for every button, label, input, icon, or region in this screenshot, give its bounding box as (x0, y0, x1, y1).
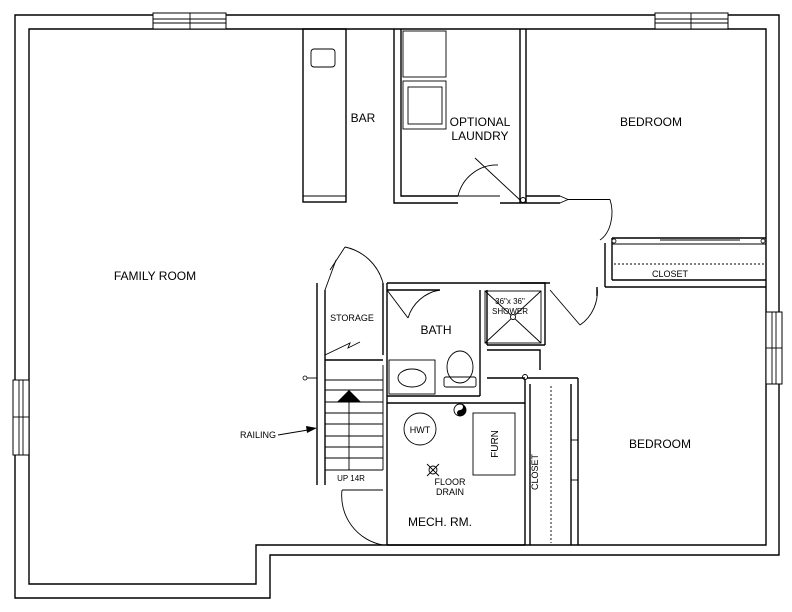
laundry-walls (393, 29, 527, 204)
mech-room-label: MECH. RM. (408, 515, 472, 529)
floor-drain-icon (426, 463, 440, 477)
toilet (443, 350, 477, 388)
exterior-walls (14, 14, 780, 599)
furn-label: FURN (490, 430, 501, 458)
hwt-tank (403, 412, 437, 446)
laundry-label-line1: OPTIONAL (450, 115, 511, 129)
bedroom-bottom-label: BEDROOM (629, 437, 691, 451)
window-left (12, 379, 30, 456)
bath-sink (388, 359, 436, 395)
stair-up-arrow-icon (337, 390, 361, 402)
laundry-label-line2: LAUNDRY (451, 129, 508, 143)
floor-drain-label-line2: DRAIN (436, 487, 464, 497)
stair-label: UP 14R (337, 474, 365, 483)
closet-top-label: CLOSET (652, 269, 689, 279)
shower (484, 290, 542, 344)
storage-walls (302, 246, 384, 485)
hwt-label: HWT (410, 425, 431, 435)
storage-label: STORAGE (330, 313, 374, 323)
window-top-left (152, 12, 227, 30)
family-room-label: FAMILY ROOM (114, 269, 196, 283)
closet-side-label: CLOSET (530, 453, 540, 490)
bedroom-top-label: BEDROOM (620, 115, 682, 129)
floor-drain-label-line1: FLOOR (434, 477, 466, 487)
shower-label-line1: 36"x 36" (495, 297, 525, 306)
laundry-door-swing (474, 157, 521, 201)
bedroom-top-walls (520, 195, 766, 288)
bar-label: BAR (351, 111, 376, 125)
bath-label: BATH (420, 323, 451, 337)
window-right (765, 311, 783, 385)
window-top-right (654, 12, 729, 30)
bar-counter (302, 28, 347, 203)
railing-label: RAILING (240, 430, 276, 440)
bath-walls (382, 282, 546, 545)
shower-label-line2: SHOWER (492, 307, 528, 316)
stair-treads (325, 365, 384, 471)
furnace (472, 412, 516, 476)
railing-pointer (277, 426, 317, 436)
sump-pump-icon (453, 403, 467, 417)
bedroom-bottom-walls (520, 282, 598, 545)
mech-room-walls (341, 489, 525, 546)
